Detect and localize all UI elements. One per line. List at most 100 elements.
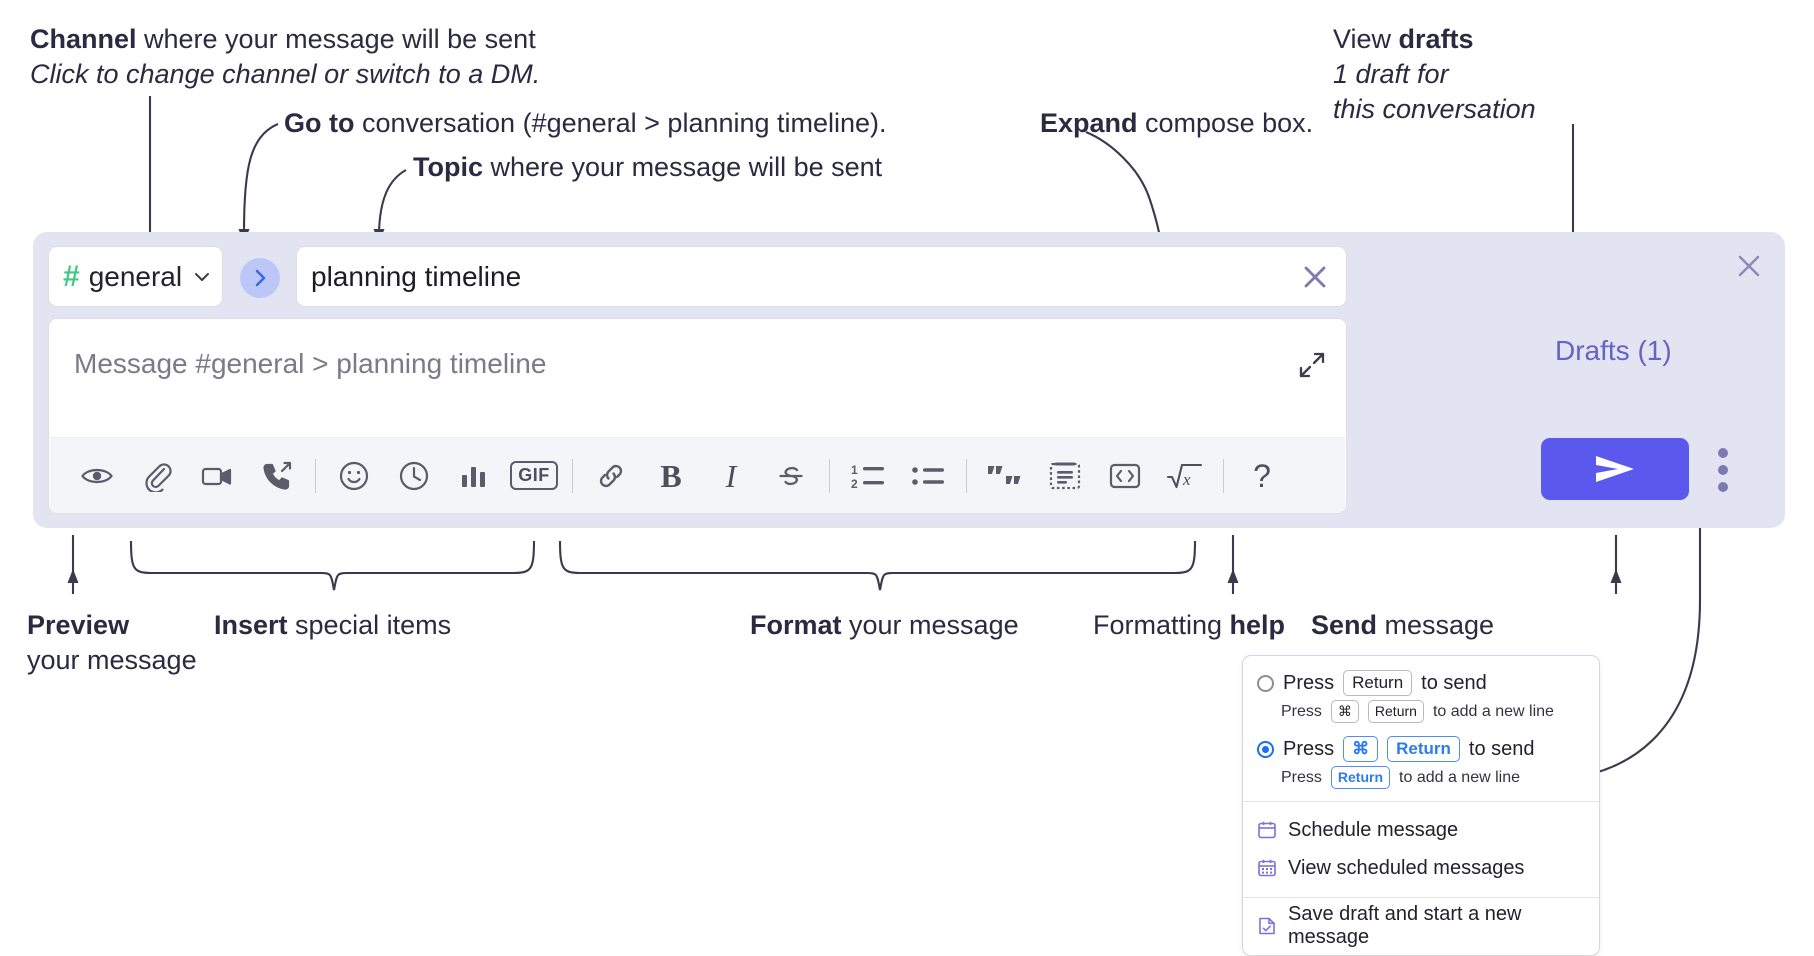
annotation-send-bold: Send (1311, 610, 1378, 640)
annotation-goto-rest: conversation (#general > planning timeli… (354, 108, 887, 138)
annotation-channel-italic: Click to change channel or switch to a D… (30, 59, 541, 90)
menu-subtext-cmd-return: Press Return to add a new line (1243, 764, 1599, 791)
inline-code-icon[interactable] (1100, 451, 1150, 501)
compose-options-menu-button[interactable] (1712, 448, 1734, 492)
annotation-drafts: View drafts 1 draft for this conversatio… (1333, 22, 1536, 127)
annotation-goto: Go to conversation (#general > planning … (284, 106, 887, 141)
close-icon[interactable] (1731, 248, 1767, 284)
compose-options-menu: Press Return to send Press ⌘ Return to a… (1242, 655, 1600, 956)
ordered-list-icon[interactable]: 1 2 (843, 451, 893, 501)
poll-icon[interactable] (449, 451, 499, 501)
annotation-format-bold: Format (750, 610, 842, 640)
message-input[interactable]: Message #general > planning timeline (49, 319, 1346, 437)
annotation-topic: Topic where your message will be sent (413, 150, 882, 185)
radio-icon[interactable] (1257, 740, 1274, 758)
divider (829, 458, 830, 493)
annotation-preview: Preview your message (27, 608, 197, 678)
send-button[interactable] (1541, 438, 1689, 500)
topic-value: planning timeline (311, 260, 522, 292)
annotation-preview-bold: Preview (27, 610, 130, 640)
kebab-dot (1718, 448, 1728, 458)
italic-label: I (725, 457, 737, 494)
annotation-drafts-view: View (1333, 24, 1399, 54)
key-command: ⌘ (1343, 735, 1379, 763)
option2-press: Press (1283, 737, 1335, 760)
help-icon[interactable]: ? (1237, 451, 1287, 501)
key-return: Return (1330, 766, 1391, 789)
divider (572, 458, 573, 493)
goto-conversation-button[interactable] (240, 258, 280, 298)
close-icon[interactable] (1298, 260, 1332, 294)
menu-item-label: Schedule message (1288, 818, 1459, 841)
link-icon[interactable] (586, 451, 636, 501)
menu-radio-option-return[interactable]: Press Return to send (1243, 668, 1599, 698)
annotation-insert-bold: Insert (214, 610, 288, 640)
annotation-expand-rest: compose box. (1137, 108, 1314, 138)
drafts-link[interactable]: Drafts (1) (1555, 335, 1672, 366)
kebab-dot (1718, 482, 1728, 492)
radio-icon[interactable] (1257, 674, 1274, 692)
key-return: Return (1343, 669, 1413, 697)
latex-icon[interactable]: x (1160, 451, 1210, 501)
kebab-dot (1718, 465, 1728, 475)
channel-selector[interactable]: # general (48, 246, 223, 307)
gif-icon[interactable]: GIF (509, 451, 559, 501)
gif-label: GIF (510, 461, 558, 490)
annotation-drafts-italic1: 1 draft for (1333, 59, 1449, 90)
option1-to-send: to send (1421, 671, 1487, 694)
bold-label: B (660, 457, 682, 494)
key-return: Return (1367, 700, 1424, 723)
hash-icon: # (63, 259, 80, 293)
channel-name: general (88, 260, 183, 292)
option1-sub-rest: to add a new line (1432, 702, 1554, 720)
annotation-preview-rest: your message (27, 645, 197, 676)
annotation-goto-bold: Go to (284, 108, 355, 138)
annotation-channel: Channel where your message will be sent … (30, 22, 540, 92)
divider (966, 458, 967, 493)
help-label: ? (1253, 457, 1271, 494)
menu-radio-option-cmd-return[interactable]: Press ⌘ Return to send (1243, 734, 1599, 764)
key-command: ⌘ (1330, 700, 1359, 723)
italic-icon[interactable]: I (706, 451, 756, 501)
blockquote-icon[interactable] (980, 451, 1030, 501)
annotation-insert: Insert special items (214, 608, 451, 643)
option2-to-send: to send (1468, 737, 1535, 760)
annotation-channel-bold: Channel (30, 24, 137, 54)
attachment-icon[interactable] (132, 451, 182, 501)
divider (1223, 458, 1224, 493)
option1-sub-press: Press (1281, 702, 1322, 720)
menu-item-save-draft[interactable]: Save draft and start a new message (1243, 903, 1599, 948)
annotation-help-rest: Formatting (1093, 610, 1230, 640)
clock-icon[interactable] (389, 451, 439, 501)
calendar-icon (1257, 820, 1277, 840)
annotation-expand: Expand compose box. (1040, 106, 1313, 141)
strikethrough-icon[interactable] (766, 451, 816, 501)
compose-box-container: # general planning timeline Message #gen… (33, 232, 1785, 528)
bulleted-list-icon[interactable] (903, 451, 953, 501)
annotation-format: Format your message (750, 608, 1019, 643)
bold-icon[interactable]: B (646, 451, 696, 501)
code-block-icon[interactable] (1040, 451, 1090, 501)
annotation-topic-bold: Topic (413, 152, 483, 182)
menu-item-schedule-message[interactable]: Schedule message (1243, 811, 1599, 849)
menu-item-label: View scheduled messages (1288, 856, 1525, 879)
save-draft-icon (1257, 916, 1277, 936)
video-icon[interactable] (192, 451, 242, 501)
option2-sub-rest: to add a new line (1399, 768, 1521, 786)
annotation-drafts-italic2: this conversation (1333, 94, 1536, 125)
annotation-help: Formatting help (1093, 608, 1285, 643)
annotation-help-bold: help (1229, 610, 1286, 640)
annotation-expand-bold: Expand (1040, 108, 1138, 138)
menu-item-label: Save draft and start a new message (1288, 903, 1522, 948)
annotation-drafts-bold: drafts (1398, 24, 1474, 54)
menu-item-view-scheduled-messages[interactable]: View scheduled messages (1243, 849, 1599, 887)
menu-subtext-return: Press ⌘ Return to add a new line (1243, 698, 1599, 725)
expand-icon[interactable] (1296, 349, 1328, 381)
emoji-icon[interactable] (329, 451, 379, 501)
formatting-toolbar: GIF B I (50, 437, 1345, 513)
divider (315, 458, 316, 493)
preview-icon[interactable] (72, 451, 122, 501)
audio-call-icon[interactable] (252, 451, 302, 501)
annotation-send-rest: message (1377, 610, 1495, 640)
topic-input[interactable]: planning timeline (296, 246, 1347, 307)
